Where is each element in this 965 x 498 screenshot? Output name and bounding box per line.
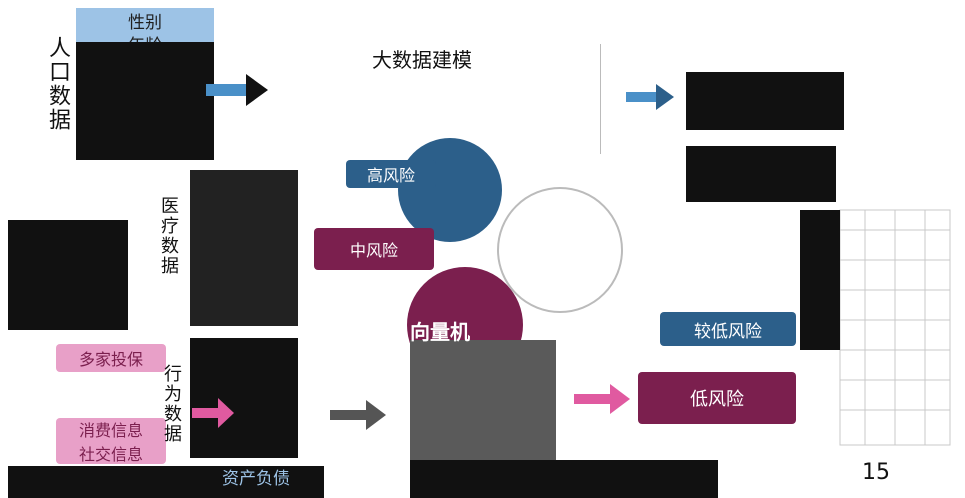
label-multi-insure: 多家投保 [56,344,166,372]
page-title: 大数据建模 [372,48,472,72]
risk-low-text: 低风险 [690,389,744,410]
arrow-right-icon [626,84,676,114]
arrow-right-icon [206,70,270,114]
divider-line [600,44,601,154]
medical-data-text: 医疗数据 [158,196,179,276]
left-strip [8,220,128,330]
label-consumption-social: 消费信息 社交信息 [56,418,166,464]
population-panel [76,42,214,160]
model-label: 向量机 [410,320,470,344]
behavior-data-text: 行为数据 [161,364,182,444]
population-data-label: 人口数据 [44,36,70,139]
medical-data-label: 医疗数据 [155,196,181,281]
field-gender: 性别 [128,13,162,33]
medical-panel [190,170,298,326]
arrow-right-icon [330,400,390,434]
output-panel-right [800,210,840,350]
label-social-text: 社交信息 [78,445,143,464]
risk-mid: 中风险 [314,228,434,270]
behavior-panel [190,338,298,458]
risk-lower-text: 较低风险 [694,321,762,342]
behavior-data-label: 行为数据 [158,364,184,449]
building-illustration [820,190,965,450]
risk-high: 高风险 [346,160,436,188]
label-consumption-text: 消费信息 [78,421,143,440]
bottom-bar [8,466,324,498]
risk-high-text: 高风险 [366,166,415,185]
label-assets: 资产负债 [222,469,290,489]
risk-lower: 较低风险 [660,312,796,346]
bottom-dark-block [410,460,718,498]
risk-mid-text: 中风险 [349,241,398,260]
arrow-right-icon [574,384,634,418]
risk-low: 低风险 [638,372,796,424]
output-panel-top [686,72,844,130]
page-number: 15 [862,460,890,485]
label-multi-insure-text: 多家投保 [78,350,143,369]
population-fields-box: 性别 年龄 [76,8,214,56]
output-panel-mid [686,146,836,202]
population-data-text: 人口数据 [45,36,70,132]
arrow-right-icon [192,398,236,432]
